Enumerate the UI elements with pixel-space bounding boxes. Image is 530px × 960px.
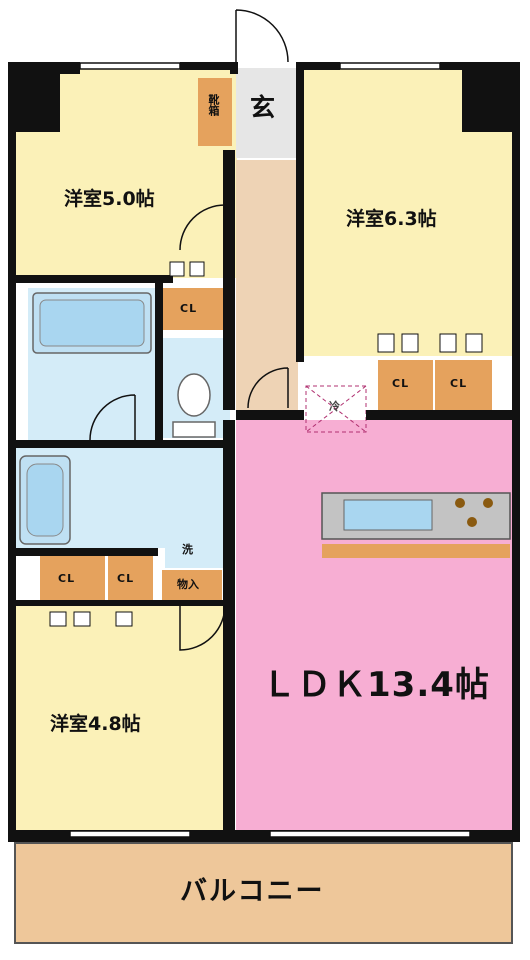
shoe-box xyxy=(198,78,232,146)
fridge-space xyxy=(305,385,367,433)
closet-ne-2 xyxy=(435,360,492,410)
doors xyxy=(89,9,289,651)
closet-sw-2-label: CL xyxy=(117,572,135,585)
kitchen-sink xyxy=(343,499,433,531)
closet-ne-2-label: CL xyxy=(450,377,468,390)
bedroom-ne-label: 洋室6.3帖 xyxy=(346,208,437,230)
fridge-label: 冷 xyxy=(329,400,340,413)
entrance-label: 玄 xyxy=(250,93,276,122)
ldk-label: ＬＤＫ13.4帖 xyxy=(262,665,490,705)
closet-sw-1-label: CL xyxy=(58,572,76,585)
storage-box xyxy=(162,570,222,600)
kitchen-bar xyxy=(322,544,510,558)
closet-sw-1 xyxy=(40,555,105,603)
bedroom-nw-label: 洋室5.0帖 xyxy=(64,188,155,210)
balcony-floor xyxy=(14,842,513,944)
balcony-label: バルコニー xyxy=(180,876,325,907)
stove-burner xyxy=(483,498,493,508)
stove-burner xyxy=(455,498,465,508)
closet-sw-2 xyxy=(108,555,153,603)
walls xyxy=(8,62,520,842)
toilet-bowl xyxy=(177,373,211,417)
laundry-label: 洗 xyxy=(182,543,193,556)
bedroom-sw-floor xyxy=(15,605,233,830)
stove-burner xyxy=(467,517,477,527)
ldk-floor xyxy=(236,420,512,830)
shoe-box-label: 靴箱 xyxy=(207,94,220,116)
bedroom-sw-label: 洋室4.8帖 xyxy=(50,713,141,735)
closet-ne-1 xyxy=(378,360,433,410)
windows xyxy=(69,62,471,838)
closet-nw xyxy=(163,288,223,330)
wash-basin-inner xyxy=(39,299,145,347)
closet-ne-1-label: CL xyxy=(392,377,410,390)
toilet-tank xyxy=(172,421,216,438)
laundry-area xyxy=(165,535,223,568)
entrance-floor xyxy=(236,68,298,158)
storage-label: 物入 xyxy=(177,578,199,591)
closet-doors xyxy=(49,261,483,627)
bathtub-inner xyxy=(26,463,64,537)
closet-nw-label: CL xyxy=(180,302,198,315)
